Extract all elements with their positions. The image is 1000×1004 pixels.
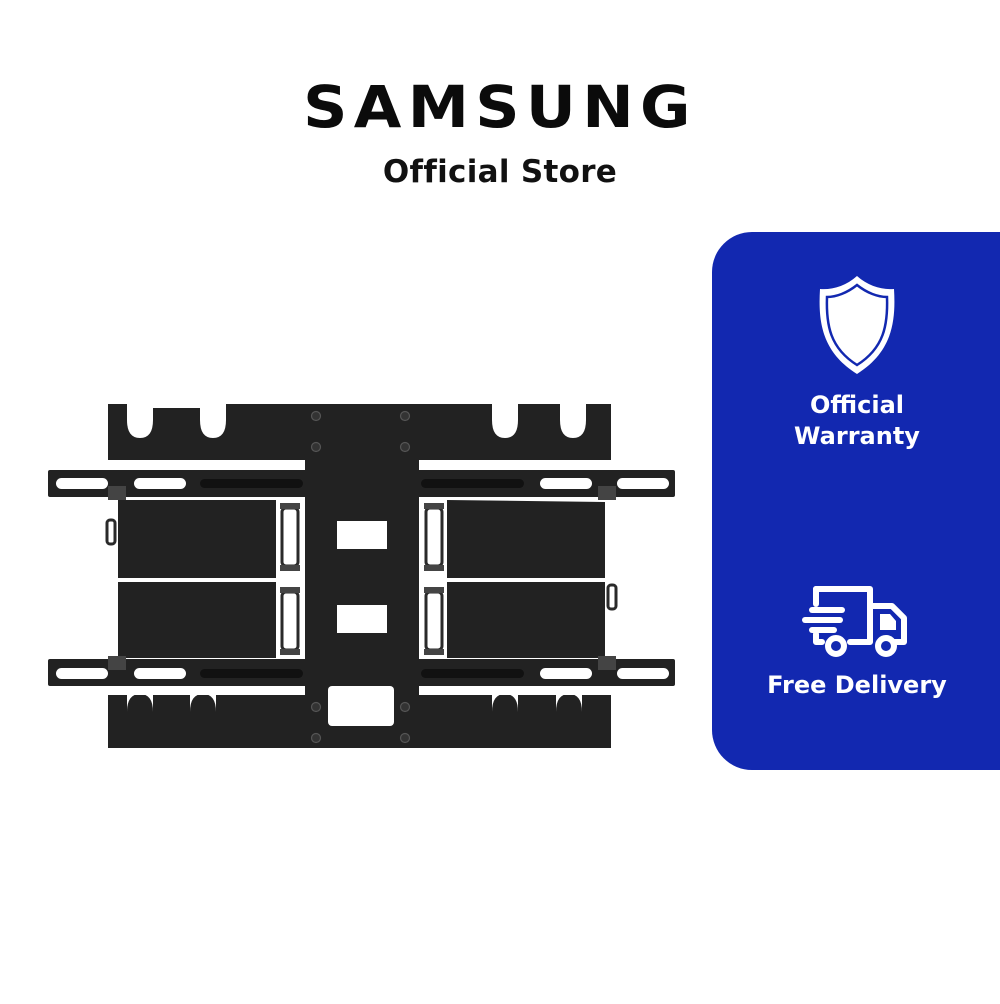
- brand-logo: SAMSUNG: [303, 73, 697, 141]
- official-warranty-badge: Official Warranty: [712, 272, 1000, 452]
- free-delivery-label: Free Delivery: [767, 671, 947, 699]
- free-delivery-badge: Free Delivery: [712, 584, 1000, 701]
- warranty-label-line1: Official: [809, 391, 905, 419]
- delivery-truck-icon: [802, 586, 907, 657]
- product-image: [48, 404, 675, 748]
- store-subtitle: Official Store: [382, 154, 618, 190]
- shield-icon: [819, 276, 895, 374]
- warranty-label-line2: Warranty: [794, 422, 920, 450]
- badges-panel: Official Warranty Free Delivery: [712, 232, 1000, 770]
- wall-mount-bracket-image: [48, 404, 675, 748]
